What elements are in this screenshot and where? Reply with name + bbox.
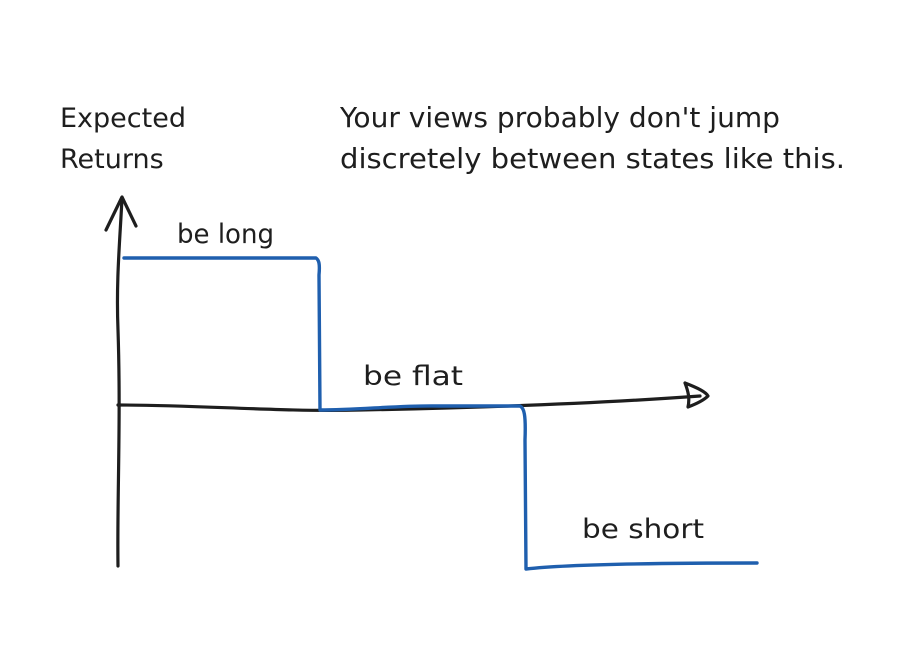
step-function-line	[122, 256, 759, 571]
region-label-long: be long	[177, 219, 274, 250]
y-axis-arrowhead	[104, 195, 138, 232]
x-axis-line	[116, 394, 702, 412]
x-axis-arrowhead	[683, 381, 710, 409]
y-axis-label-line1: Expected	[60, 103, 186, 134]
region-label-short: be short	[582, 514, 704, 545]
note-line1: Your views probably don't jump	[339, 101, 780, 134]
region-label-flat: be flat	[363, 361, 463, 392]
y-axis-label-line2: Returns	[60, 144, 164, 175]
note-line2: discretely between states like this.	[340, 142, 845, 175]
y-axis-line	[115, 196, 124, 568]
